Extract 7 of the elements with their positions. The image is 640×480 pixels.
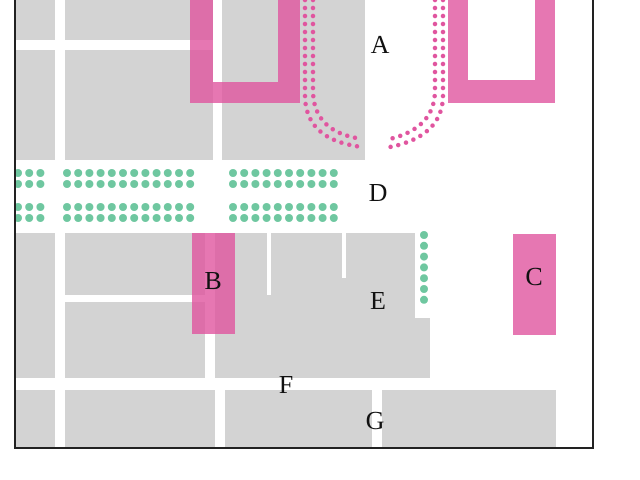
area-letter: D bbox=[368, 180, 388, 206]
area-letter: B bbox=[204, 268, 222, 294]
area-letter: G bbox=[366, 408, 384, 434]
area-letter: E bbox=[370, 288, 386, 314]
area-letter: C bbox=[525, 264, 543, 290]
area-letter: F bbox=[278, 372, 294, 398]
area-letter: A bbox=[370, 32, 390, 58]
